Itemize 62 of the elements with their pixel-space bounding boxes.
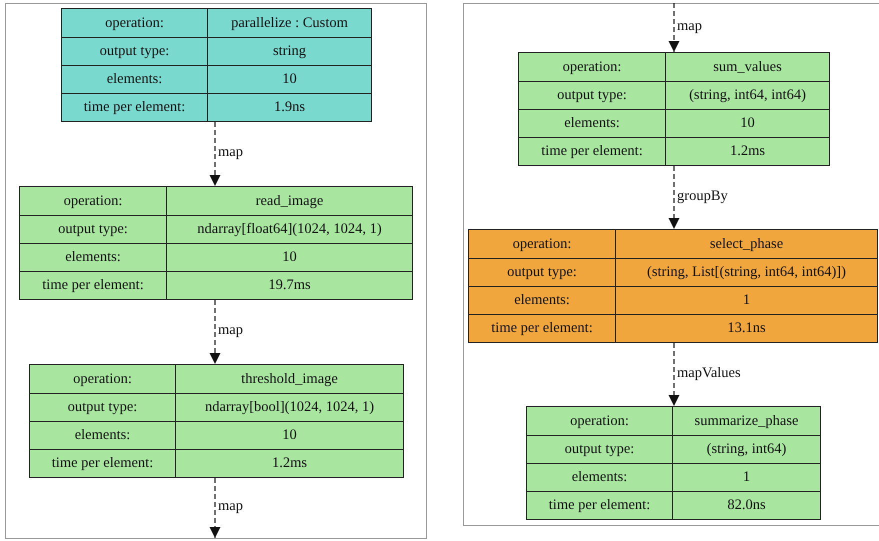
field-label: time per element: [469, 314, 615, 342]
field-value: 10 [175, 421, 403, 449]
field-label: time per element: [62, 93, 207, 121]
field-value: 10 [207, 65, 371, 93]
field-value: ndarray[float64](1024, 1024, 1) [166, 215, 412, 243]
field-label: operation: [72, 370, 133, 388]
field-label: time per element: [527, 491, 672, 519]
field-label: output type: [20, 215, 166, 243]
field-label: elements: [30, 421, 175, 449]
field-value: 82.0ns [672, 491, 820, 519]
edge-label: mapValues [676, 364, 742, 380]
arrow [210, 478, 220, 538]
operation-table [19, 186, 413, 300]
field-label: output type: [527, 435, 672, 463]
field-value: (string, List[(string, int64, int64)]) [615, 258, 877, 286]
operation-table [518, 52, 830, 166]
field-label: time per element: [30, 449, 175, 477]
field-value: (string, int64, int64) [665, 81, 829, 109]
field-label: output type: [469, 258, 615, 286]
field-value: 1.9ns [207, 93, 371, 121]
field-label: time per element: [519, 137, 665, 165]
field-value: parallelize : Custom [207, 9, 371, 37]
arrow [210, 122, 220, 186]
field-label: output type: [519, 81, 665, 109]
field-label: operation: [62, 192, 124, 210]
field-value: summarize_phase [672, 407, 820, 435]
field-value: 1.2ms [175, 449, 403, 477]
field-value: 13.1ns [615, 314, 877, 342]
field-label: operation: [104, 14, 165, 32]
field-value: string [207, 37, 371, 65]
field-value: threshold_image [175, 365, 403, 393]
field-label: operation: [562, 58, 622, 76]
field-label: elements: [519, 109, 665, 137]
field-label: elements: [469, 286, 615, 314]
field-value: (string, int64) [672, 435, 820, 463]
field-value: 10 [166, 243, 412, 271]
field-label: operation: [512, 234, 572, 254]
field-label: elements: [20, 243, 166, 271]
field-value: 10 [665, 109, 829, 137]
field-label: output type: [30, 393, 175, 421]
field-value: select_phase [615, 230, 877, 258]
arrow [668, 166, 680, 229]
field-value: read_image [166, 187, 412, 215]
field-label: time per element: [20, 271, 166, 299]
field-value: sum_values [665, 53, 829, 81]
operation-table [29, 364, 404, 478]
operation-table [468, 229, 878, 343]
field-value: ndarray[bool](1024, 1024, 1) [175, 393, 403, 421]
field-value: 1 [672, 463, 820, 491]
field-label: elements: [62, 65, 207, 93]
field-value: 1.2ms [665, 137, 829, 165]
arrow [668, 343, 680, 406]
field-label: elements: [527, 463, 672, 491]
arrow [668, 3, 680, 52]
operation-table [61, 8, 372, 122]
arrow [210, 300, 220, 364]
edge-label: groupBy [676, 188, 729, 204]
field-label: output type: [62, 37, 207, 65]
field-value: 1 [615, 286, 877, 314]
field-label: operation: [569, 412, 630, 430]
operation-table [526, 406, 821, 520]
field-value: 19.7ms [166, 271, 412, 299]
